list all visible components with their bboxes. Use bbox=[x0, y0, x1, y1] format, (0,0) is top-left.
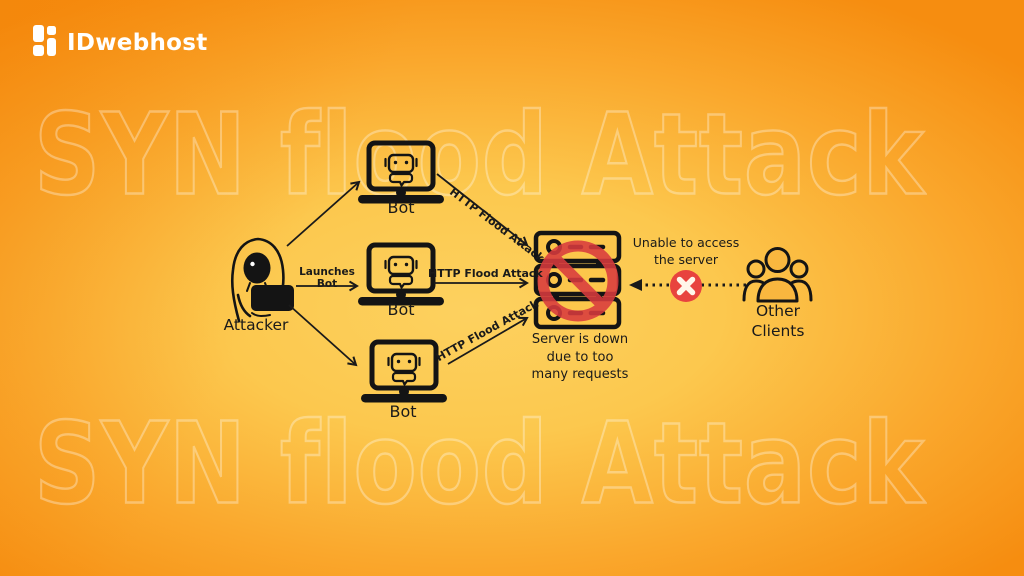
unable-to-access-text: Unable to access the server bbox=[614, 235, 758, 268]
robot-laptop-icon-bottom bbox=[361, 342, 447, 403]
unable-line-2: the server bbox=[653, 251, 719, 267]
http-flood-attack-label-mid: HTTP Flood Attack bbox=[428, 267, 543, 280]
brand-name: IDwebhost bbox=[67, 29, 208, 56]
arrow-bot-bottom-to-server bbox=[447, 316, 529, 365]
bot-label-mid: Bot bbox=[387, 300, 415, 319]
arrow-bot-top-to-server bbox=[436, 173, 529, 247]
other-clients-line-2: Clients bbox=[751, 321, 805, 340]
hooded-hacker-laptop-icon bbox=[230, 237, 294, 323]
launches-bot-label: Launches Bot bbox=[299, 266, 355, 290]
bot-label-top: Bot bbox=[387, 198, 415, 217]
arrow-attacker-to-bot-bottom bbox=[288, 304, 358, 367]
attacker-label: Attacker bbox=[223, 316, 289, 334]
people-group-icon bbox=[742, 247, 813, 303]
no-entry-icon bbox=[537, 240, 619, 322]
x-badge-icon bbox=[670, 270, 702, 302]
robot-laptop-icon-top bbox=[358, 143, 444, 204]
other-clients-label: Other Clients bbox=[736, 302, 820, 341]
server-status-line-2: due to too bbox=[546, 349, 614, 365]
server-status-line-3: many requests bbox=[531, 367, 629, 382]
arrow-attacker-to-bot-top bbox=[286, 180, 361, 247]
server-status-text: Server is down due to too many requests bbox=[518, 331, 642, 384]
dotted-arrow-clients-to-server bbox=[629, 279, 746, 291]
server-status-line-1: Server is down bbox=[531, 332, 629, 347]
unable-line-1: Unable to access bbox=[632, 235, 740, 250]
idwebhost-squares-icon bbox=[33, 25, 58, 60]
other-clients-line-1: Other bbox=[755, 302, 800, 320]
bot-label-bottom: Bot bbox=[389, 402, 417, 421]
brand-logo: IDwebhost bbox=[33, 25, 208, 60]
